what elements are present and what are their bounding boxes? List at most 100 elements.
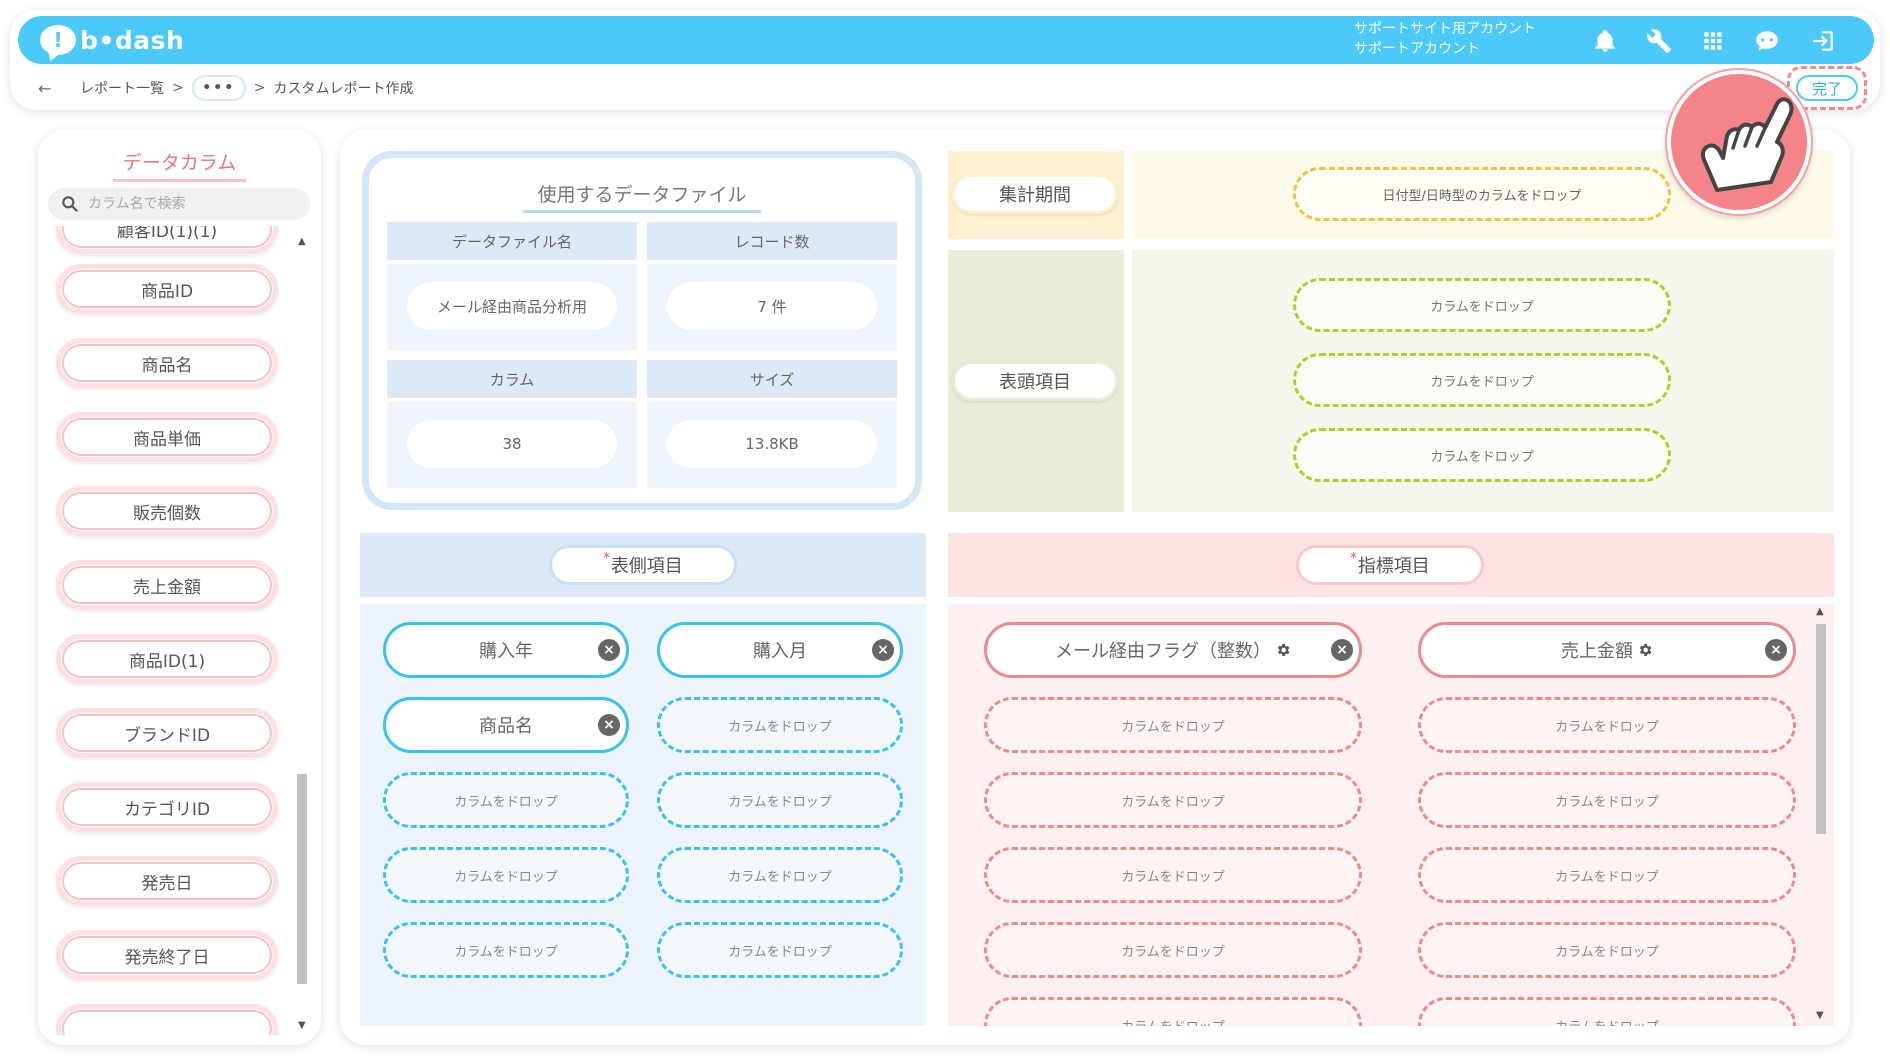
done-button[interactable]: 完了	[1796, 75, 1858, 101]
data-file-card: 使用するデータファイル データファイル名 レコード数 メール経由商品分析用 7 …	[362, 151, 922, 510]
remove-icon[interactable]: ×	[598, 639, 620, 661]
file-size-header: サイズ	[647, 360, 897, 398]
logo-mark: !	[40, 25, 76, 55]
row-items-label: *表側項目	[549, 545, 737, 585]
column-search-input[interactable]	[88, 192, 298, 216]
row-items-header: *表側項目	[360, 533, 926, 597]
metric-drop-zone[interactable]: カラムをドロップ	[984, 847, 1362, 903]
file-size-cell: 13.8KB	[647, 402, 897, 488]
metric-drop-zone[interactable]: カラムをドロップ	[1418, 997, 1796, 1026]
remove-icon[interactable]: ×	[598, 714, 620, 736]
breadcrumb-current: カスタムレポート作成	[273, 81, 414, 97]
bell-icon[interactable]	[1590, 26, 1620, 56]
app-logo[interactable]: ! b•dash	[40, 22, 184, 58]
data-column-title: データカラム	[38, 148, 321, 182]
remove-icon[interactable]: ×	[872, 639, 894, 661]
row-item-chip[interactable]: 商品名 ×	[383, 697, 629, 753]
data-file-name-header: データファイル名	[387, 222, 637, 260]
scroll-up-arrow-icon[interactable]: ▲	[298, 236, 306, 247]
header-drop-zone[interactable]: カラムをドロップ	[1293, 278, 1671, 332]
header-drop-zone[interactable]: カラムをドロップ	[1293, 353, 1671, 407]
column-count-header: カラム	[387, 360, 637, 398]
breadcrumb: ← レポート一覧 > ••• > カスタムレポート作成	[38, 75, 414, 101]
row-drop-zone[interactable]: カラムをドロップ	[383, 772, 629, 828]
metric-drop-zone[interactable]: カラムをドロップ	[1418, 697, 1796, 753]
period-drop-zone[interactable]: 日付型/日時型のカラムをドロップ	[1293, 167, 1671, 221]
column-item[interactable]: 発売日	[56, 856, 278, 906]
scroll-up-arrow-icon[interactable]: ▲	[1816, 606, 1824, 617]
row-drop-zone[interactable]: カラムをドロップ	[383, 922, 629, 978]
metric-drop-zone[interactable]: カラムをドロップ	[984, 772, 1362, 828]
column-count-value: 38	[407, 420, 617, 468]
column-item[interactable]: 商品名	[56, 338, 278, 388]
breadcrumb-separator: >	[253, 80, 266, 96]
metric-drop-zone[interactable]: カラムをドロップ	[984, 997, 1362, 1026]
hand-pointer-icon	[1700, 97, 1794, 192]
wrench-icon[interactable]	[1644, 26, 1674, 56]
sidebar-scrollbar[interactable]: ▲ ▼	[294, 234, 310, 1034]
row-drop-zone[interactable]: カラムをドロップ	[657, 772, 903, 828]
metric-items-label: *指標項目	[1296, 545, 1484, 585]
back-arrow-icon[interactable]: ←	[38, 78, 52, 98]
account-info[interactable]: サポートサイト用アカウント サポートアカウント	[1354, 19, 1536, 59]
scrollbar-thumb[interactable]	[297, 774, 307, 984]
remove-icon[interactable]: ×	[1765, 639, 1787, 661]
row-drop-zone[interactable]: カラムをドロップ	[657, 847, 903, 903]
data-file-title: 使用するデータファイル	[369, 180, 915, 213]
metric-drop-zone[interactable]: カラムをドロップ	[1418, 922, 1796, 978]
metric-drop-zone[interactable]: カラムをドロップ	[984, 697, 1362, 753]
row-drop-zone[interactable]: カラムをドロップ	[383, 847, 629, 903]
scrollbar-thumb[interactable]	[1816, 624, 1826, 834]
column-item[interactable]: 商品ID	[56, 264, 278, 314]
grid-icon[interactable]	[1698, 26, 1728, 56]
metric-scrollbar[interactable]: ▲ ▼	[1813, 606, 1829, 1026]
column-list: 顧客ID(1)(1) 商品ID 商品名 商品単価 販売個数 売上金額 商品ID(…	[38, 226, 291, 1035]
header-items-label: 表頭項目	[952, 361, 1118, 401]
metric-item-chip[interactable]: メール経由フラグ（整数） ×	[984, 622, 1362, 678]
row-drop-zone[interactable]: カラムをドロップ	[657, 922, 903, 978]
column-item[interactable]: 顧客ID(1)(1)	[56, 226, 278, 254]
column-search-box	[48, 188, 310, 220]
top-bar: ! b•dash サポートサイト用アカウント サポートアカウント	[18, 16, 1874, 64]
row-item-chip[interactable]: 購入年 ×	[383, 622, 629, 678]
gear-icon[interactable]	[1637, 642, 1653, 658]
record-count-cell: 7 件	[647, 264, 897, 350]
account-user: サポートアカウント	[1354, 41, 1480, 57]
logout-icon[interactable]	[1808, 26, 1838, 56]
row-item-chip[interactable]: 購入月 ×	[657, 622, 903, 678]
metric-item-chip[interactable]: 売上金額 ×	[1418, 622, 1796, 678]
file-size-value: 13.8KB	[667, 420, 877, 468]
required-mark: *	[1350, 550, 1357, 566]
account-org: サポートサイト用アカウント	[1354, 21, 1536, 37]
breadcrumb-separator: >	[172, 80, 184, 96]
column-item[interactable]: 売上金額	[56, 560, 278, 610]
period-label: 集計期間	[952, 174, 1118, 214]
remove-icon[interactable]: ×	[1331, 639, 1353, 661]
metric-drop-zone[interactable]: カラムをドロップ	[984, 922, 1362, 978]
required-mark: *	[603, 550, 610, 566]
gear-icon[interactable]	[1275, 642, 1291, 658]
column-item[interactable]: 販売個数	[56, 486, 278, 536]
metric-drop-zone[interactable]: カラムをドロップ	[1418, 847, 1796, 903]
column-item[interactable]: カテゴリID	[56, 782, 278, 832]
data-file-name-cell: メール経由商品分析用	[387, 264, 637, 350]
header-drop-zone[interactable]: カラムをドロップ	[1293, 428, 1671, 482]
column-item[interactable]: 発売終了日	[56, 930, 278, 980]
record-count-value: 7 件	[667, 282, 877, 330]
column-item[interactable]	[56, 1004, 278, 1035]
metric-drop-zone[interactable]: カラムをドロップ	[1418, 772, 1796, 828]
pointer-hint	[1667, 70, 1811, 214]
scroll-down-arrow-icon[interactable]: ▼	[298, 1020, 306, 1031]
chat-bot-icon[interactable]	[1752, 26, 1782, 56]
column-item[interactable]: 商品単価	[56, 412, 278, 462]
search-icon	[62, 196, 78, 212]
scroll-down-arrow-icon[interactable]: ▼	[1816, 1010, 1824, 1021]
done-highlight: 完了	[1787, 66, 1867, 110]
column-item[interactable]: 商品ID(1)	[56, 634, 278, 684]
row-drop-zone[interactable]: カラムをドロップ	[657, 697, 903, 753]
column-item[interactable]: ブランドID	[56, 708, 278, 758]
breadcrumb-more-button[interactable]: •••	[191, 75, 246, 101]
record-count-header: レコード数	[647, 222, 897, 260]
data-column-panel: データカラム 顧客ID(1)(1) 商品ID 商品名 商品単価 販売個数 売上金…	[38, 130, 321, 1045]
breadcrumb-report-list[interactable]: レポート一覧	[80, 81, 164, 97]
